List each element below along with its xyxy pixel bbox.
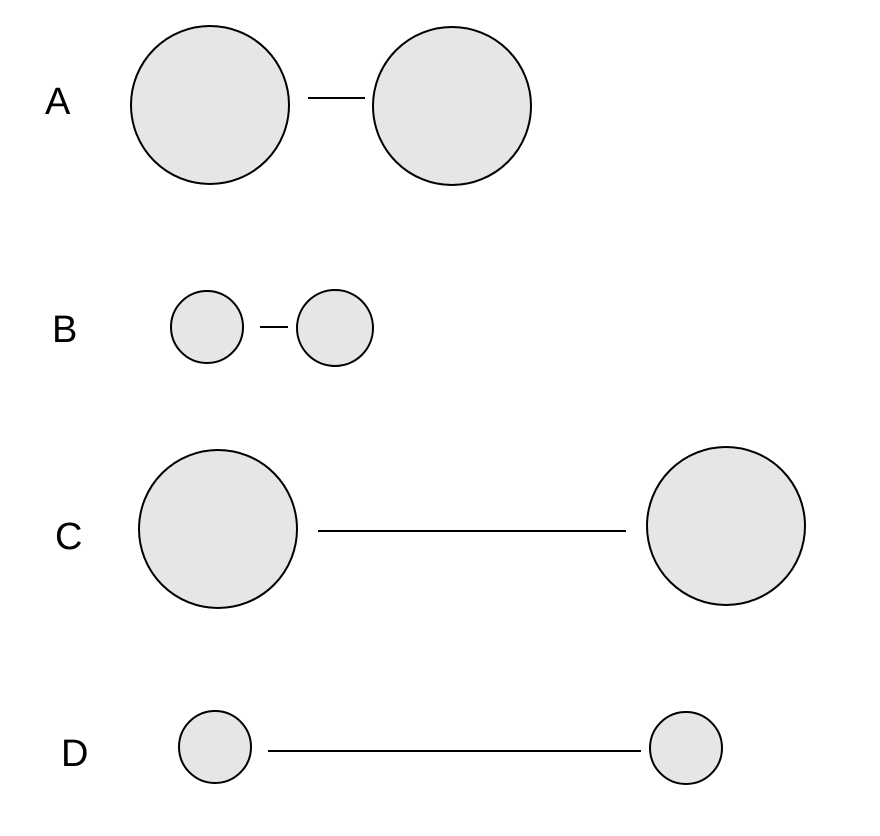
pair-b-right-sphere — [296, 289, 374, 367]
pair-d-label: D — [61, 733, 88, 775]
pair-d-left-sphere — [178, 710, 252, 784]
pair-a-left-sphere — [130, 25, 290, 185]
pair-c: C — [55, 446, 806, 609]
pair-b: B — [52, 289, 374, 367]
pair-a: A — [45, 25, 532, 186]
pair-a-label: A — [45, 81, 71, 123]
pair-d-right-sphere — [649, 711, 723, 785]
pair-b-label: B — [52, 309, 77, 351]
pair-a-right-sphere — [372, 26, 532, 186]
pair-b-left-sphere — [170, 290, 244, 364]
pair-c-label: C — [55, 516, 82, 558]
pair-c-left-sphere — [138, 449, 298, 609]
pair-c-right-sphere — [646, 446, 806, 606]
pair-d: D — [61, 710, 723, 785]
